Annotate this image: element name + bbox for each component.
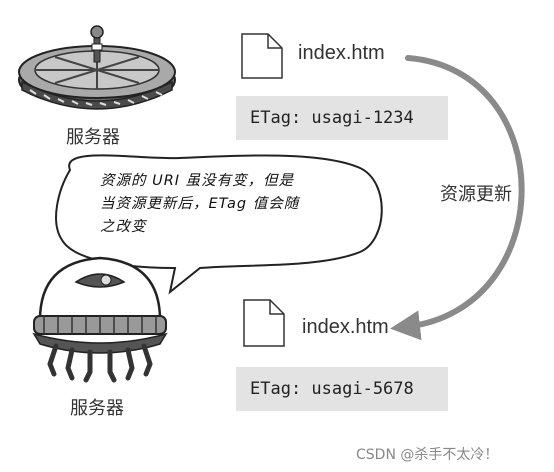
bottom-server-label: 服务器 bbox=[70, 398, 124, 419]
top-server-icon bbox=[18, 25, 176, 110]
bubble-text: 资源的 URI 虽没有变，但是 当资源更新后，ETag 值会随 之改变 bbox=[100, 170, 370, 239]
top-file-icon bbox=[241, 33, 283, 79]
bubble-line-1: 资源的 URI 虽没有变，但是 bbox=[100, 173, 295, 189]
speech-bubble bbox=[55, 154, 383, 295]
top-etag-box: ETag: usagi-1234 bbox=[236, 96, 448, 140]
top-file-name: index.htm bbox=[298, 42, 385, 64]
bubble-line-3: 之改变 bbox=[100, 219, 147, 235]
bottom-file-name: index.htm bbox=[302, 316, 389, 338]
update-label: 资源更新 bbox=[440, 178, 512, 208]
update-arrow bbox=[390, 55, 525, 341]
top-server-label: 服务器 bbox=[66, 127, 120, 148]
bottom-server-icon bbox=[32, 256, 168, 383]
watermark: CSDN @杀手不太冷！ bbox=[356, 447, 499, 463]
bubble-line-2: 当资源更新后，ETag 值会随 bbox=[100, 196, 300, 212]
bottom-file-icon bbox=[243, 299, 285, 347]
bottom-etag-box: ETag: usagi-5678 bbox=[236, 367, 448, 411]
